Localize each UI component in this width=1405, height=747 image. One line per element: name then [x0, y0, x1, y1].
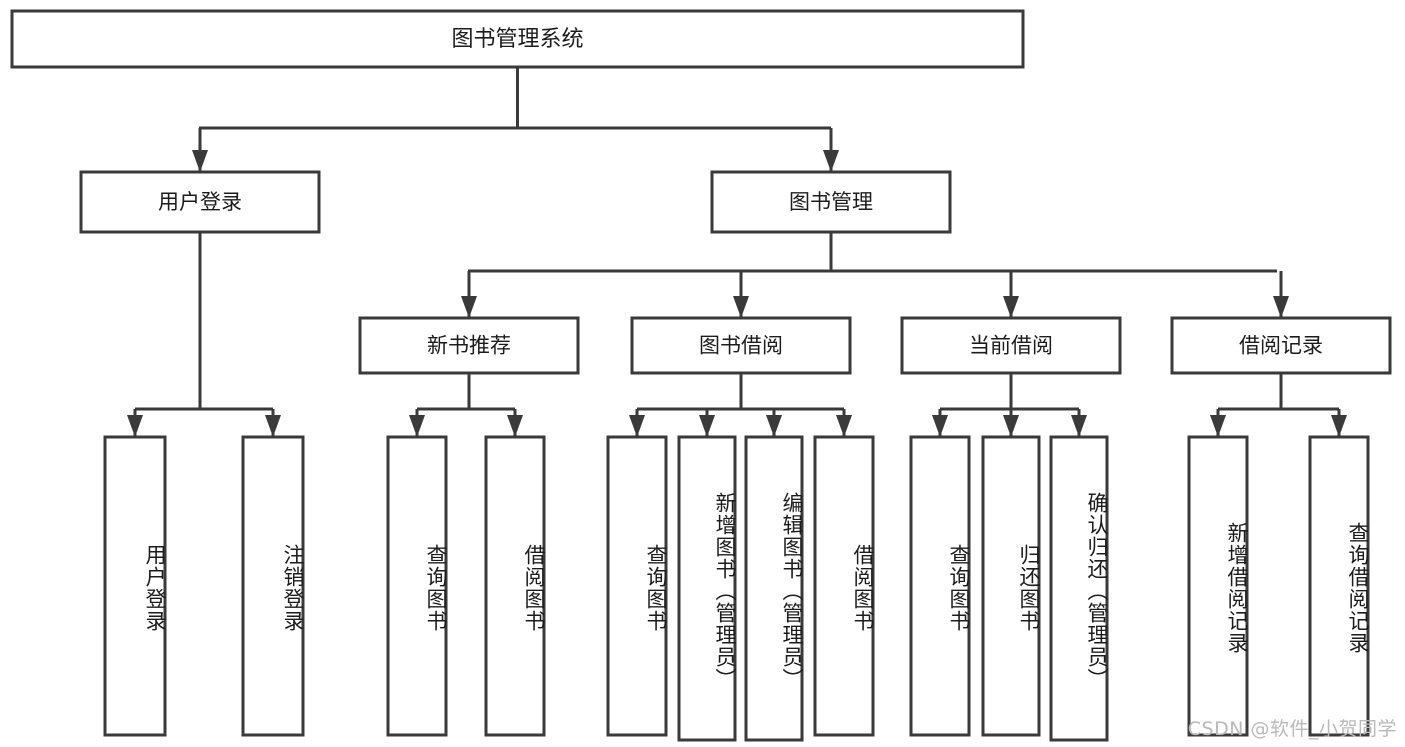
- node-box-leaf-borrow-book-rec[interactable]: [484, 435, 546, 737]
- node-box-current-borrow[interactable]: [900, 316, 1122, 375]
- node-label-current-borrow: 当前借阅: [969, 334, 1053, 358]
- node-box-borrow-record[interactable]: [1170, 316, 1392, 375]
- node-label-book-manage: 图书管理: [789, 190, 873, 214]
- node-box-leaf-confirm-return[interactable]: [1049, 435, 1109, 742]
- arrow-head-icon: [836, 415, 852, 437]
- node-label-new-book-rec: 新书推荐: [427, 334, 511, 358]
- node-box-leaf-query-book-rec[interactable]: [386, 435, 448, 737]
- node-label-root: 图书管理系统: [451, 27, 583, 52]
- arrow-head-icon: [409, 415, 425, 437]
- arrow-head-icon: [461, 296, 477, 318]
- node-label-user-login: 用户登录: [158, 190, 242, 214]
- node-label-borrow-record: 借阅记录: [1239, 334, 1323, 358]
- arrow-head-icon: [265, 415, 281, 437]
- connector-layer: [127, 67, 1347, 437]
- node-label-book-borrow: 图书借阅: [699, 334, 783, 358]
- node-box-leaf-query-record[interactable]: [1308, 435, 1370, 737]
- arrow-head-icon: [629, 415, 645, 437]
- arrow-head-icon: [823, 150, 839, 172]
- arrow-head-icon: [733, 296, 749, 318]
- node-box-leaf-return-book[interactable]: [981, 435, 1041, 737]
- arrow-head-icon: [1210, 415, 1226, 437]
- arrow-head-icon: [699, 415, 715, 437]
- node-box-leaf-query-book-borrow[interactable]: [606, 435, 668, 737]
- node-box-leaf-add-book[interactable]: [677, 435, 737, 742]
- node-box-book-manage[interactable]: [710, 170, 952, 234]
- arrow-head-icon: [127, 415, 143, 437]
- arrow-head-icon: [507, 415, 523, 437]
- arrow-head-icon: [1331, 415, 1347, 437]
- node-box-leaf-borrow-book[interactable]: [813, 435, 875, 737]
- node-box-leaf-edit-book[interactable]: [744, 435, 804, 742]
- arrow-head-icon: [932, 415, 948, 437]
- box-layer: [10, 9, 1392, 742]
- arrow-head-icon: [1003, 415, 1019, 437]
- node-box-book-borrow[interactable]: [630, 316, 852, 375]
- node-box-user-login[interactable]: [79, 170, 321, 234]
- arrow-head-icon: [192, 150, 208, 172]
- node-box-leaf-query-book-cur[interactable]: [909, 435, 971, 737]
- node-box-leaf-add-record[interactable]: [1187, 435, 1249, 737]
- arrow-head-icon: [766, 415, 782, 437]
- node-box-root[interactable]: [10, 9, 1025, 69]
- arrow-head-icon: [1273, 296, 1289, 318]
- node-box-new-book-rec[interactable]: [358, 316, 580, 375]
- arrow-head-icon: [1003, 296, 1019, 318]
- arrow-head-icon: [1071, 415, 1087, 437]
- watermark-text: CSDN @软件_小贺同学: [1187, 718, 1397, 740]
- node-box-leaf-logout-login[interactable]: [241, 435, 305, 737]
- node-box-leaf-user-login[interactable]: [103, 435, 167, 737]
